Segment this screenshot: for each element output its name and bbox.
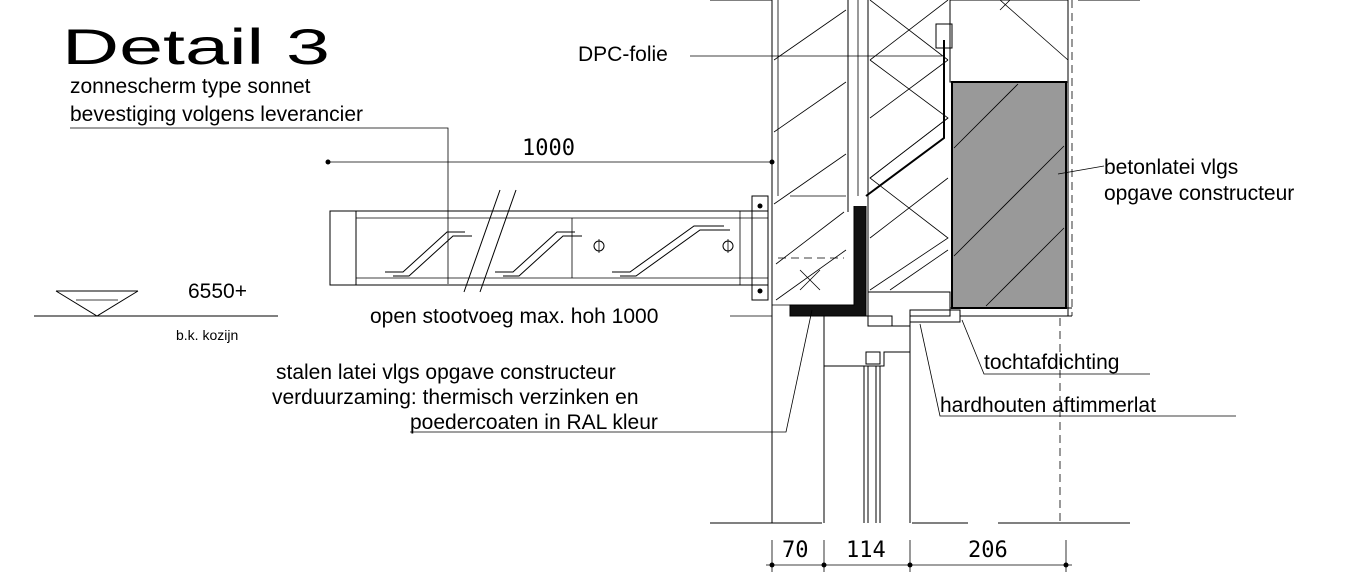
trim-label: hardhouten aftimmerlat	[940, 394, 1156, 417]
sunscreen-label-line1: zonnescherm type sonnet	[70, 75, 311, 98]
steel-label-line1: stalen latei vlgs opgave constructeur	[276, 361, 616, 384]
overhang-dimension	[325, 159, 775, 192]
stootvoeg-label: open stootvoeg max. hoh 1000	[370, 305, 658, 328]
sunscreen-leader-line	[70, 127, 449, 284]
steel-leader-line	[410, 309, 813, 433]
trim-leader-line	[919, 323, 1236, 417]
concrete-label-line1: betonlatei vlgs	[1104, 156, 1238, 179]
steel-label-line2: verduurzaming: thermisch verzinken en	[272, 386, 639, 409]
concrete-label-line2: opgave constructeur	[1104, 182, 1294, 205]
level-value: 6550+	[188, 280, 247, 303]
level-marker	[34, 290, 278, 317]
dpc-label: DPC-folie	[578, 43, 668, 66]
bottom-dimension-chain	[766, 540, 1072, 572]
sunscreen-label-line2: bevestiging volgens leverancier	[70, 103, 363, 126]
steel-label-line3: poedercoaten in RAL kleur	[410, 411, 658, 434]
window-frame	[823, 291, 951, 523]
inner-wall-block	[949, 0, 1069, 83]
draught-seal-leader-line	[961, 319, 1150, 375]
steel-lintel	[772, 206, 867, 317]
hardwood-trim	[909, 307, 1072, 323]
concrete-leader-line	[1057, 165, 1105, 175]
concrete-lintel	[951, 81, 1067, 309]
dimension-114: 114	[846, 538, 886, 563]
sunscreen-box	[329, 189, 769, 301]
inner-finish	[1059, 0, 1073, 523]
dimension-206: 206	[968, 538, 1008, 563]
outer-brick-leaf	[771, 0, 849, 523]
draught-seal-label: tochtafdichting	[984, 351, 1119, 374]
insulation-layer	[867, 0, 951, 292]
overhang-dimension-value: 1000	[522, 136, 575, 161]
detail-title: Detail 3	[62, 19, 330, 75]
level-note: b.k. kozijn	[176, 327, 238, 343]
dpc-foil	[865, 23, 953, 197]
dimension-70: 70	[782, 538, 809, 563]
